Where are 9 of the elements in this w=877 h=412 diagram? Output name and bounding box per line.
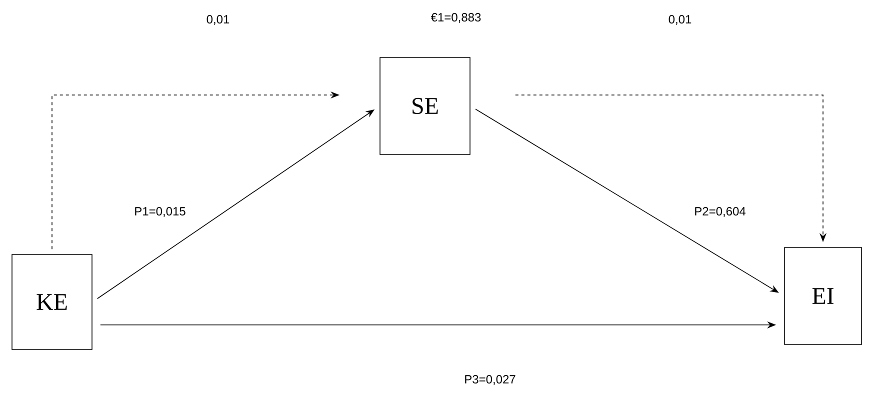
edge-label: P3=0,027 [465, 375, 516, 385]
edge-label: P2=0,604 [695, 207, 746, 217]
edge-label: P1=0,015 [135, 207, 186, 217]
process-box: EI [784, 247, 862, 345]
value-label: 0,01 [206, 15, 230, 25]
value-label: €1=0,883 [430, 13, 481, 23]
value-label: 0,01 [668, 15, 692, 25]
process-box: KE [12, 254, 92, 350]
process-box: SE [380, 57, 470, 155]
